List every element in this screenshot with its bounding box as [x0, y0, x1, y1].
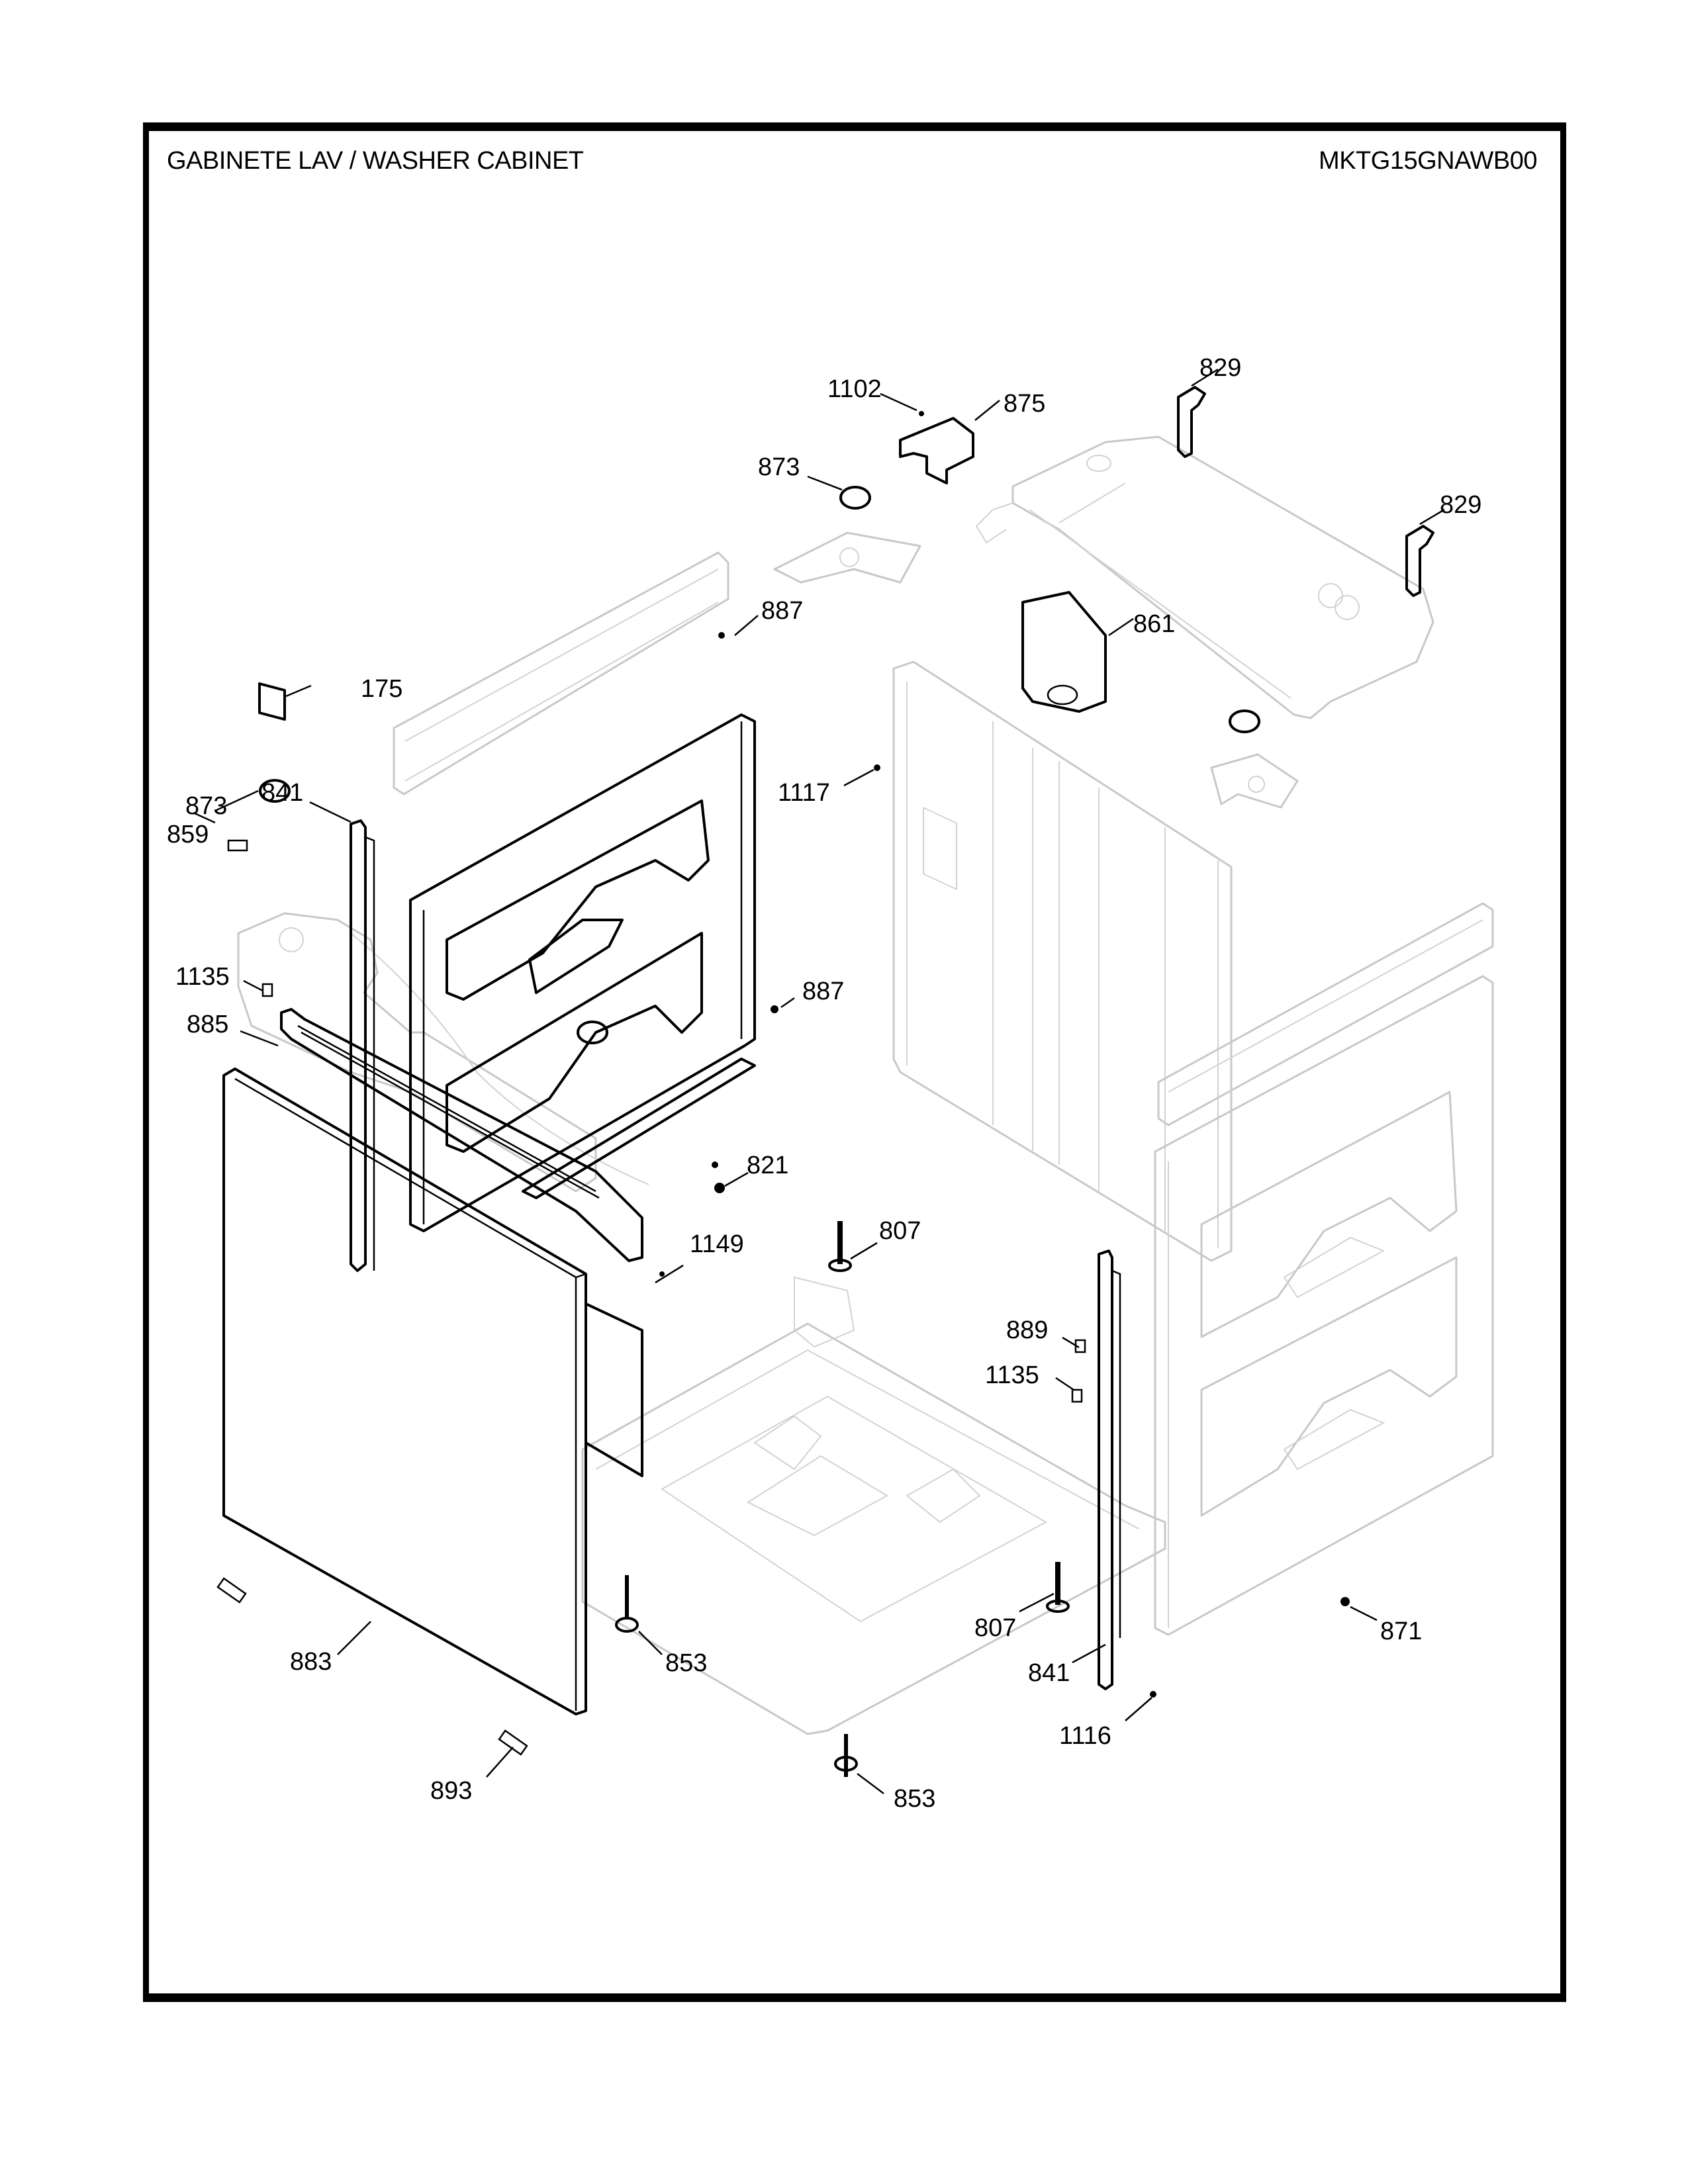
callout-label: 853 — [665, 1649, 707, 1677]
callout-label: 853 — [894, 1785, 935, 1813]
callout-label: 829 — [1440, 491, 1481, 519]
callout-label: 873 — [185, 792, 227, 820]
callout-label: 1135 — [985, 1361, 1039, 1389]
callout-label: 841 — [261, 779, 303, 807]
callout-1102[interactable]: 1102 — [827, 375, 917, 412]
callout-label: 861 — [1133, 610, 1175, 638]
callout-807-a[interactable]: 807 — [850, 1217, 921, 1260]
callout-label: 893 — [430, 1777, 472, 1805]
rear-corner-bracket-ghost — [1210, 753, 1299, 809]
top-corner-bracket-ghost — [773, 531, 921, 584]
callout-829-b[interactable]: 829 — [1419, 491, 1481, 525]
base-frame-ghost — [581, 1276, 1166, 1735]
callout-label: 889 — [1006, 1316, 1048, 1344]
callout-861[interactable]: 861 — [1108, 610, 1175, 638]
callout-label: 807 — [974, 1614, 1016, 1642]
callout-829-a[interactable]: 829 — [1191, 354, 1241, 387]
callout-175[interactable]: 175 — [285, 675, 402, 703]
callout-label: 883 — [290, 1648, 332, 1676]
left-corner-post — [350, 819, 375, 1272]
callout-label: 875 — [1004, 390, 1045, 418]
right-top-rail-ghost — [1157, 902, 1494, 1126]
callout-885[interactable]: 885 — [187, 1011, 279, 1047]
callout-1135-b[interactable]: 1135 — [985, 1361, 1074, 1391]
callout-893[interactable]: 893 — [430, 1747, 514, 1805]
callout-label: 887 — [761, 597, 803, 625]
top-front-rail-ghost — [393, 551, 729, 796]
callout-label: 821 — [747, 1152, 788, 1179]
hinge-bracket-829-b — [1405, 525, 1434, 597]
screws — [659, 411, 1350, 1698]
callout-label: 1102 — [827, 375, 882, 403]
callout-label: 829 — [1199, 354, 1241, 382]
callout-label: 841 — [1028, 1659, 1070, 1687]
left-side-panel — [409, 713, 756, 1232]
callout-label: 887 — [802, 978, 844, 1005]
callout-875[interactable]: 875 — [974, 390, 1045, 421]
callout-label: 871 — [1380, 1617, 1422, 1645]
top-panel-ghost — [976, 435, 1434, 719]
callout-883[interactable]: 883 — [290, 1621, 371, 1676]
clips — [216, 839, 1086, 1756]
bracket-875 — [899, 417, 974, 484]
label-plate-175 — [258, 682, 286, 721]
callout-841-a[interactable]: 841 — [261, 779, 352, 823]
diagram-title: GABINETE LAV / WASHER CABINET — [167, 147, 584, 175]
callout-label: 885 — [187, 1011, 228, 1038]
callout-887-b[interactable]: 887 — [780, 978, 844, 1009]
callout-841-b[interactable]: 841 — [1028, 1643, 1106, 1687]
rear-panel-ghost — [892, 660, 1233, 1262]
callout-873-a[interactable]: 873 — [758, 453, 843, 491]
hinge-bracket-829-a — [1177, 386, 1206, 458]
bottom-front-rail — [522, 1058, 756, 1199]
inlet-housing-861 — [1021, 591, 1107, 713]
callout-label: 1135 — [175, 963, 230, 991]
callout-label: 175 — [361, 675, 402, 703]
callout-821[interactable]: 821 — [724, 1152, 788, 1187]
callout-1149[interactable]: 1149 — [655, 1230, 744, 1284]
diagram-border — [143, 122, 1566, 2002]
callout-label: 873 — [758, 453, 800, 481]
callout-889[interactable]: 889 — [1006, 1316, 1080, 1349]
callout-label: 859 — [167, 821, 209, 848]
model-number: MKTG15GNAWB00 — [1319, 147, 1537, 175]
right-corner-post — [1098, 1250, 1121, 1690]
snubbers — [259, 486, 1260, 1044]
callout-887-a[interactable]: 887 — [734, 597, 803, 636]
legs — [615, 1221, 1070, 1777]
callout-859[interactable]: 859 — [167, 811, 216, 848]
callout-1135-a[interactable]: 1135 — [175, 963, 263, 992]
callout-873-b[interactable]: 873 — [185, 790, 259, 820]
front-brace — [280, 1008, 643, 1262]
callout-label: 1149 — [690, 1230, 744, 1258]
kick-panel — [585, 1302, 643, 1477]
callout-label: 1117 — [778, 779, 830, 807]
callout-1117[interactable]: 1117 — [778, 768, 874, 807]
callout-label: 807 — [879, 1217, 921, 1245]
front-panel — [222, 1068, 587, 1715]
callout-871[interactable]: 871 — [1350, 1606, 1422, 1645]
callout-853-b[interactable]: 853 — [857, 1773, 935, 1813]
right-side-panel-ghost — [1154, 975, 1494, 1636]
left-top-corner-ghost — [237, 912, 649, 1193]
callout-853-a[interactable]: 853 — [638, 1631, 707, 1677]
callout-label: 1116 — [1059, 1722, 1111, 1750]
callout-1116[interactable]: 1116 — [1059, 1697, 1152, 1750]
callout-807-b[interactable]: 807 — [974, 1592, 1055, 1642]
